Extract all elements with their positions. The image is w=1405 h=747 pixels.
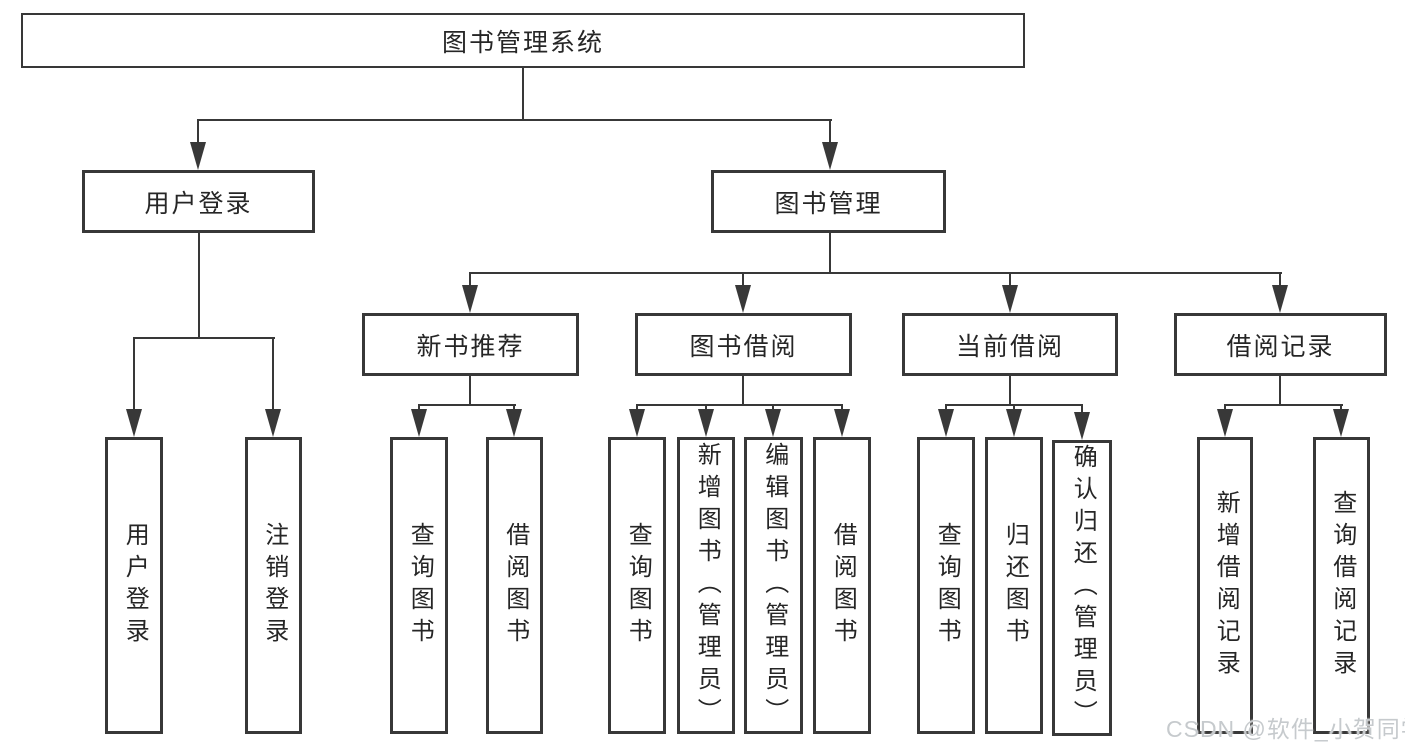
connector-line bbox=[134, 337, 275, 339]
connector-line bbox=[1279, 376, 1281, 405]
arrow-head-icon bbox=[190, 142, 206, 170]
arrow-head-icon bbox=[698, 409, 714, 437]
leaf-edit-book-admin-label: 编辑图书（管理员） bbox=[760, 441, 788, 730]
leaf-user-login-label: 用户登录 bbox=[121, 521, 149, 650]
node-root-label: 图书管理系统 bbox=[441, 28, 604, 57]
connector-line bbox=[522, 68, 524, 119]
leaf-current-query-book: 查询图书 bbox=[917, 437, 975, 734]
leaf-add-borrow-record: 新增借阅记录 bbox=[1197, 437, 1253, 734]
arrow-head-icon bbox=[822, 142, 838, 170]
arrow-shaft bbox=[705, 404, 707, 411]
arrow-shaft bbox=[418, 404, 420, 411]
leaf-logout: 注销登录 bbox=[245, 437, 302, 734]
arrow-head-icon bbox=[1074, 412, 1090, 440]
leaf-return-book-label: 归还图书 bbox=[1001, 521, 1029, 650]
leaf-add-book-admin-label: 新增图书（管理员） bbox=[693, 441, 721, 730]
leaf-borrow-book: 借阅图书 bbox=[813, 437, 871, 734]
leaf-query-borrow-record-label: 查询借阅记录 bbox=[1328, 489, 1356, 682]
leaf-confirm-return-admin: 确认归还（管理员） bbox=[1052, 440, 1112, 736]
arrow-head-icon bbox=[1272, 285, 1288, 313]
leaf-user-login: 用户登录 bbox=[105, 437, 163, 734]
leaf-new-books-borrow-book-label: 借阅图书 bbox=[501, 521, 529, 650]
arrow-shaft bbox=[772, 404, 774, 411]
arrow-head-icon bbox=[462, 285, 478, 313]
arrow-shaft bbox=[272, 337, 274, 411]
connector-line bbox=[469, 376, 471, 405]
node-root: 图书管理系统 bbox=[21, 13, 1025, 68]
arrow-shaft bbox=[1013, 404, 1015, 411]
arrow-shaft bbox=[1224, 404, 1226, 411]
arrow-head-icon bbox=[1217, 409, 1233, 437]
node-new-book-recommend-label: 新书推荐 bbox=[416, 332, 525, 361]
node-new-book-recommend: 新书推荐 bbox=[362, 313, 579, 376]
arrow-head-icon bbox=[765, 409, 781, 437]
node-book-management-label: 图书管理 bbox=[774, 189, 883, 218]
arrow-shaft bbox=[829, 119, 831, 144]
arrow-head-icon bbox=[1002, 285, 1018, 313]
arrow-shaft bbox=[742, 272, 744, 287]
arrow-shaft bbox=[841, 404, 843, 411]
arrow-shaft bbox=[1279, 272, 1281, 287]
node-book-management: 图书管理 bbox=[711, 170, 946, 233]
leaf-new-books-borrow-book: 借阅图书 bbox=[486, 437, 543, 734]
leaf-logout-label: 注销登录 bbox=[260, 521, 288, 650]
leaf-borrow-book-label: 借阅图书 bbox=[829, 521, 857, 650]
connector-line bbox=[419, 404, 516, 406]
arrow-shaft bbox=[1081, 404, 1083, 414]
arrow-shaft bbox=[1340, 404, 1342, 411]
leaf-new-books-query-book: 查询图书 bbox=[390, 437, 448, 734]
arrow-head-icon bbox=[834, 409, 850, 437]
arrow-head-icon bbox=[411, 409, 427, 437]
connector-line bbox=[1009, 376, 1011, 405]
arrow-shaft bbox=[945, 404, 947, 411]
leaf-confirm-return-admin-label: 确认归还（管理员） bbox=[1069, 444, 1097, 732]
node-current-borrow-label: 当前借阅 bbox=[955, 332, 1064, 361]
node-book-borrow-label: 图书借阅 bbox=[689, 332, 798, 361]
connector-line bbox=[469, 272, 1282, 274]
leaf-new-books-query-book-label: 查询图书 bbox=[406, 521, 434, 650]
connector-line bbox=[742, 376, 744, 405]
node-current-borrow: 当前借阅 bbox=[902, 313, 1118, 376]
leaf-current-query-book-label: 查询图书 bbox=[933, 521, 961, 650]
leaf-borrow-query-book: 查询图书 bbox=[608, 437, 666, 734]
leaf-query-borrow-record: 查询借阅记录 bbox=[1313, 437, 1370, 734]
arrow-head-icon bbox=[938, 409, 954, 437]
arrow-head-icon bbox=[1333, 409, 1349, 437]
connector-line bbox=[198, 119, 832, 121]
arrow-head-icon bbox=[265, 409, 281, 437]
leaf-borrow-query-book-label: 查询图书 bbox=[624, 521, 652, 650]
watermark: CSDN @软件_小贺同学 bbox=[1166, 716, 1405, 742]
arrow-shaft bbox=[1009, 272, 1011, 287]
arrow-shaft bbox=[469, 272, 471, 287]
arrow-head-icon bbox=[629, 409, 645, 437]
connector-line bbox=[637, 404, 843, 406]
leaf-add-borrow-record-label: 新增借阅记录 bbox=[1212, 489, 1240, 682]
leaf-add-book-admin: 新增图书（管理员） bbox=[677, 437, 735, 734]
node-borrow-records: 借阅记录 bbox=[1174, 313, 1387, 376]
arrow-head-icon bbox=[506, 409, 522, 437]
arrow-shaft bbox=[513, 404, 515, 411]
node-user-login-label: 用户登录 bbox=[144, 189, 253, 218]
node-user-login: 用户登录 bbox=[82, 170, 315, 233]
arrow-head-icon bbox=[1006, 409, 1022, 437]
arrow-head-icon bbox=[735, 285, 751, 313]
leaf-edit-book-admin: 编辑图书（管理员） bbox=[744, 437, 803, 734]
node-borrow-records-label: 借阅记录 bbox=[1226, 332, 1335, 361]
arrow-shaft bbox=[133, 337, 135, 411]
arrow-shaft bbox=[636, 404, 638, 411]
connector-line bbox=[829, 233, 831, 273]
arrow-shaft bbox=[197, 119, 199, 144]
connector-line bbox=[198, 233, 200, 338]
leaf-return-book: 归还图书 bbox=[985, 437, 1043, 734]
connector-line bbox=[1225, 404, 1343, 406]
node-book-borrow: 图书借阅 bbox=[635, 313, 852, 376]
arrow-head-icon bbox=[126, 409, 142, 437]
